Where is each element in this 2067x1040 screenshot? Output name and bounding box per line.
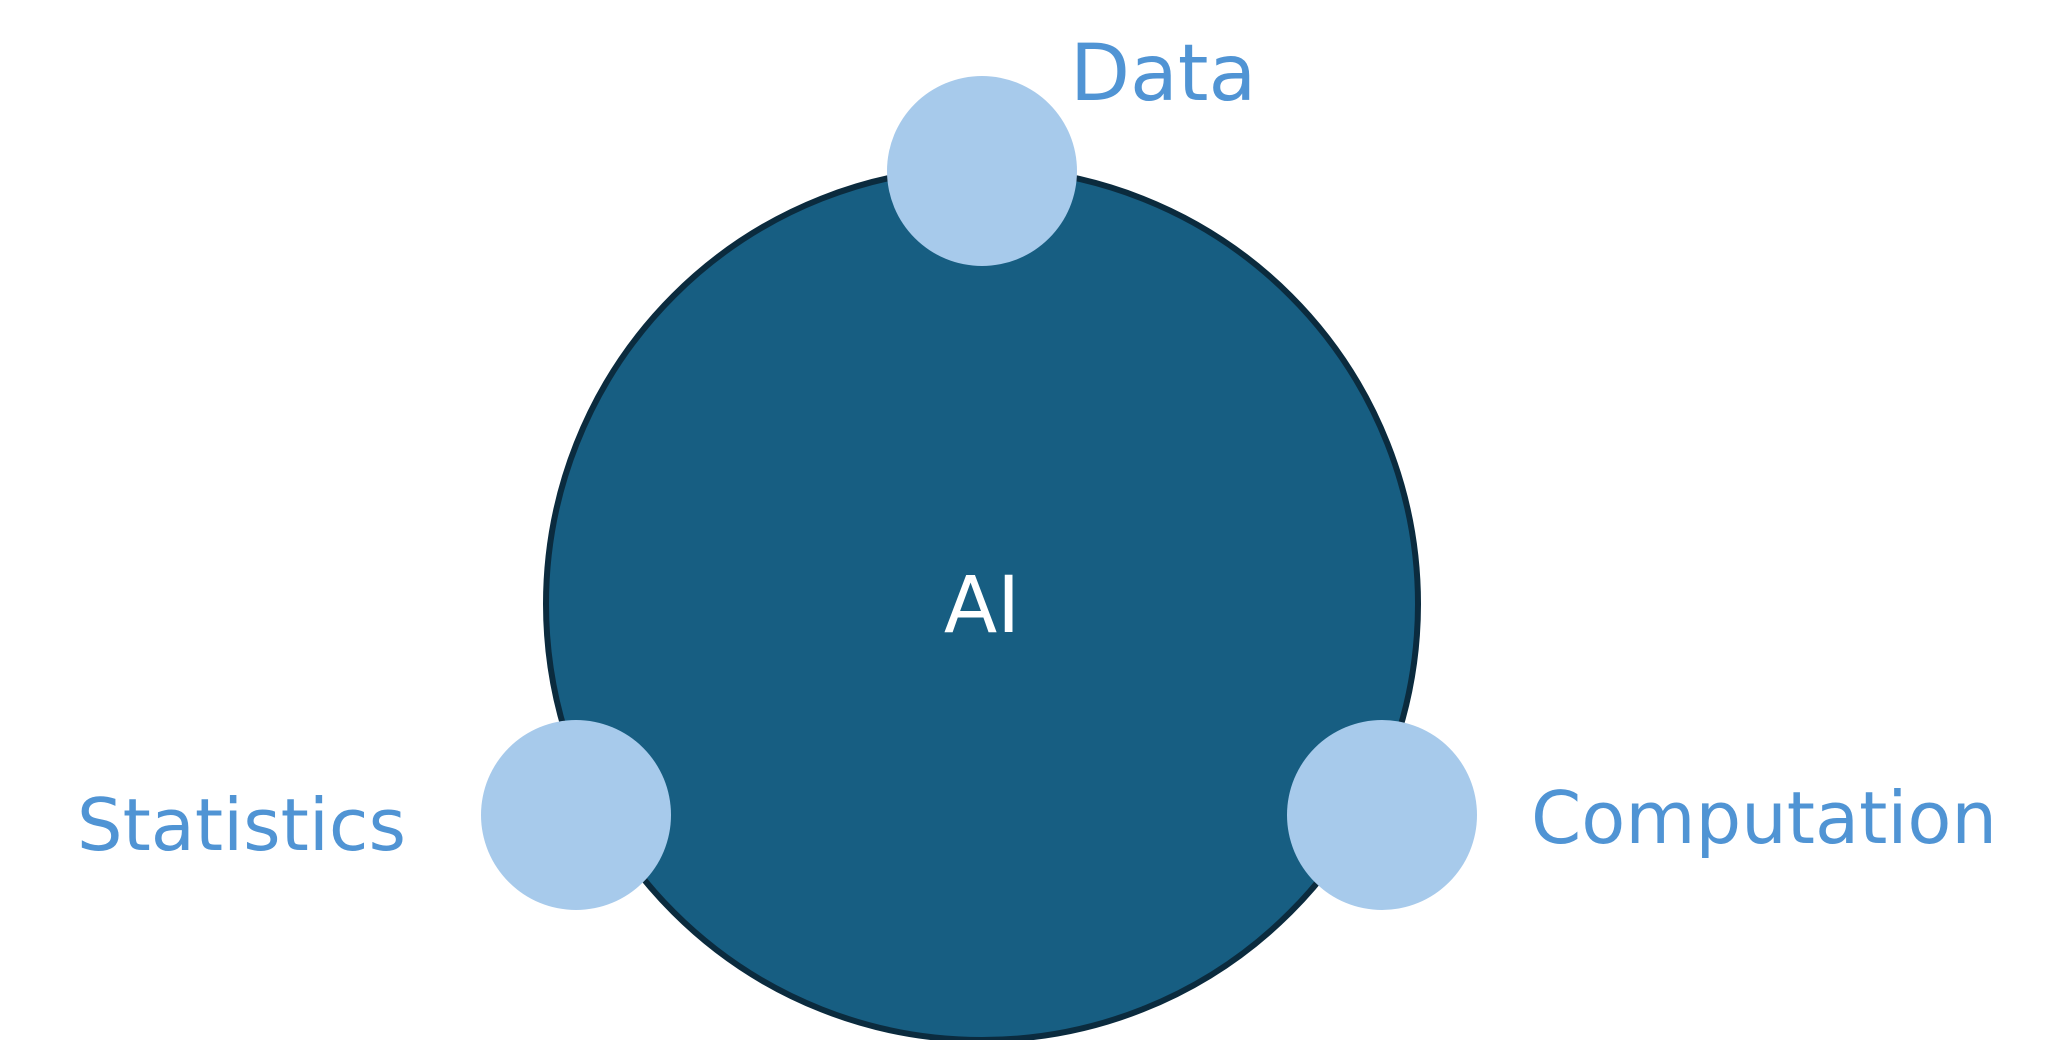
computation-label: Computation [1531, 776, 1997, 860]
data-label: Data [1070, 29, 1256, 119]
center-label: AI [944, 561, 1020, 651]
statistics-label: Statistics [77, 783, 406, 867]
data-node [887, 76, 1077, 266]
computation-node [1287, 720, 1477, 910]
statistics-node [481, 720, 671, 910]
